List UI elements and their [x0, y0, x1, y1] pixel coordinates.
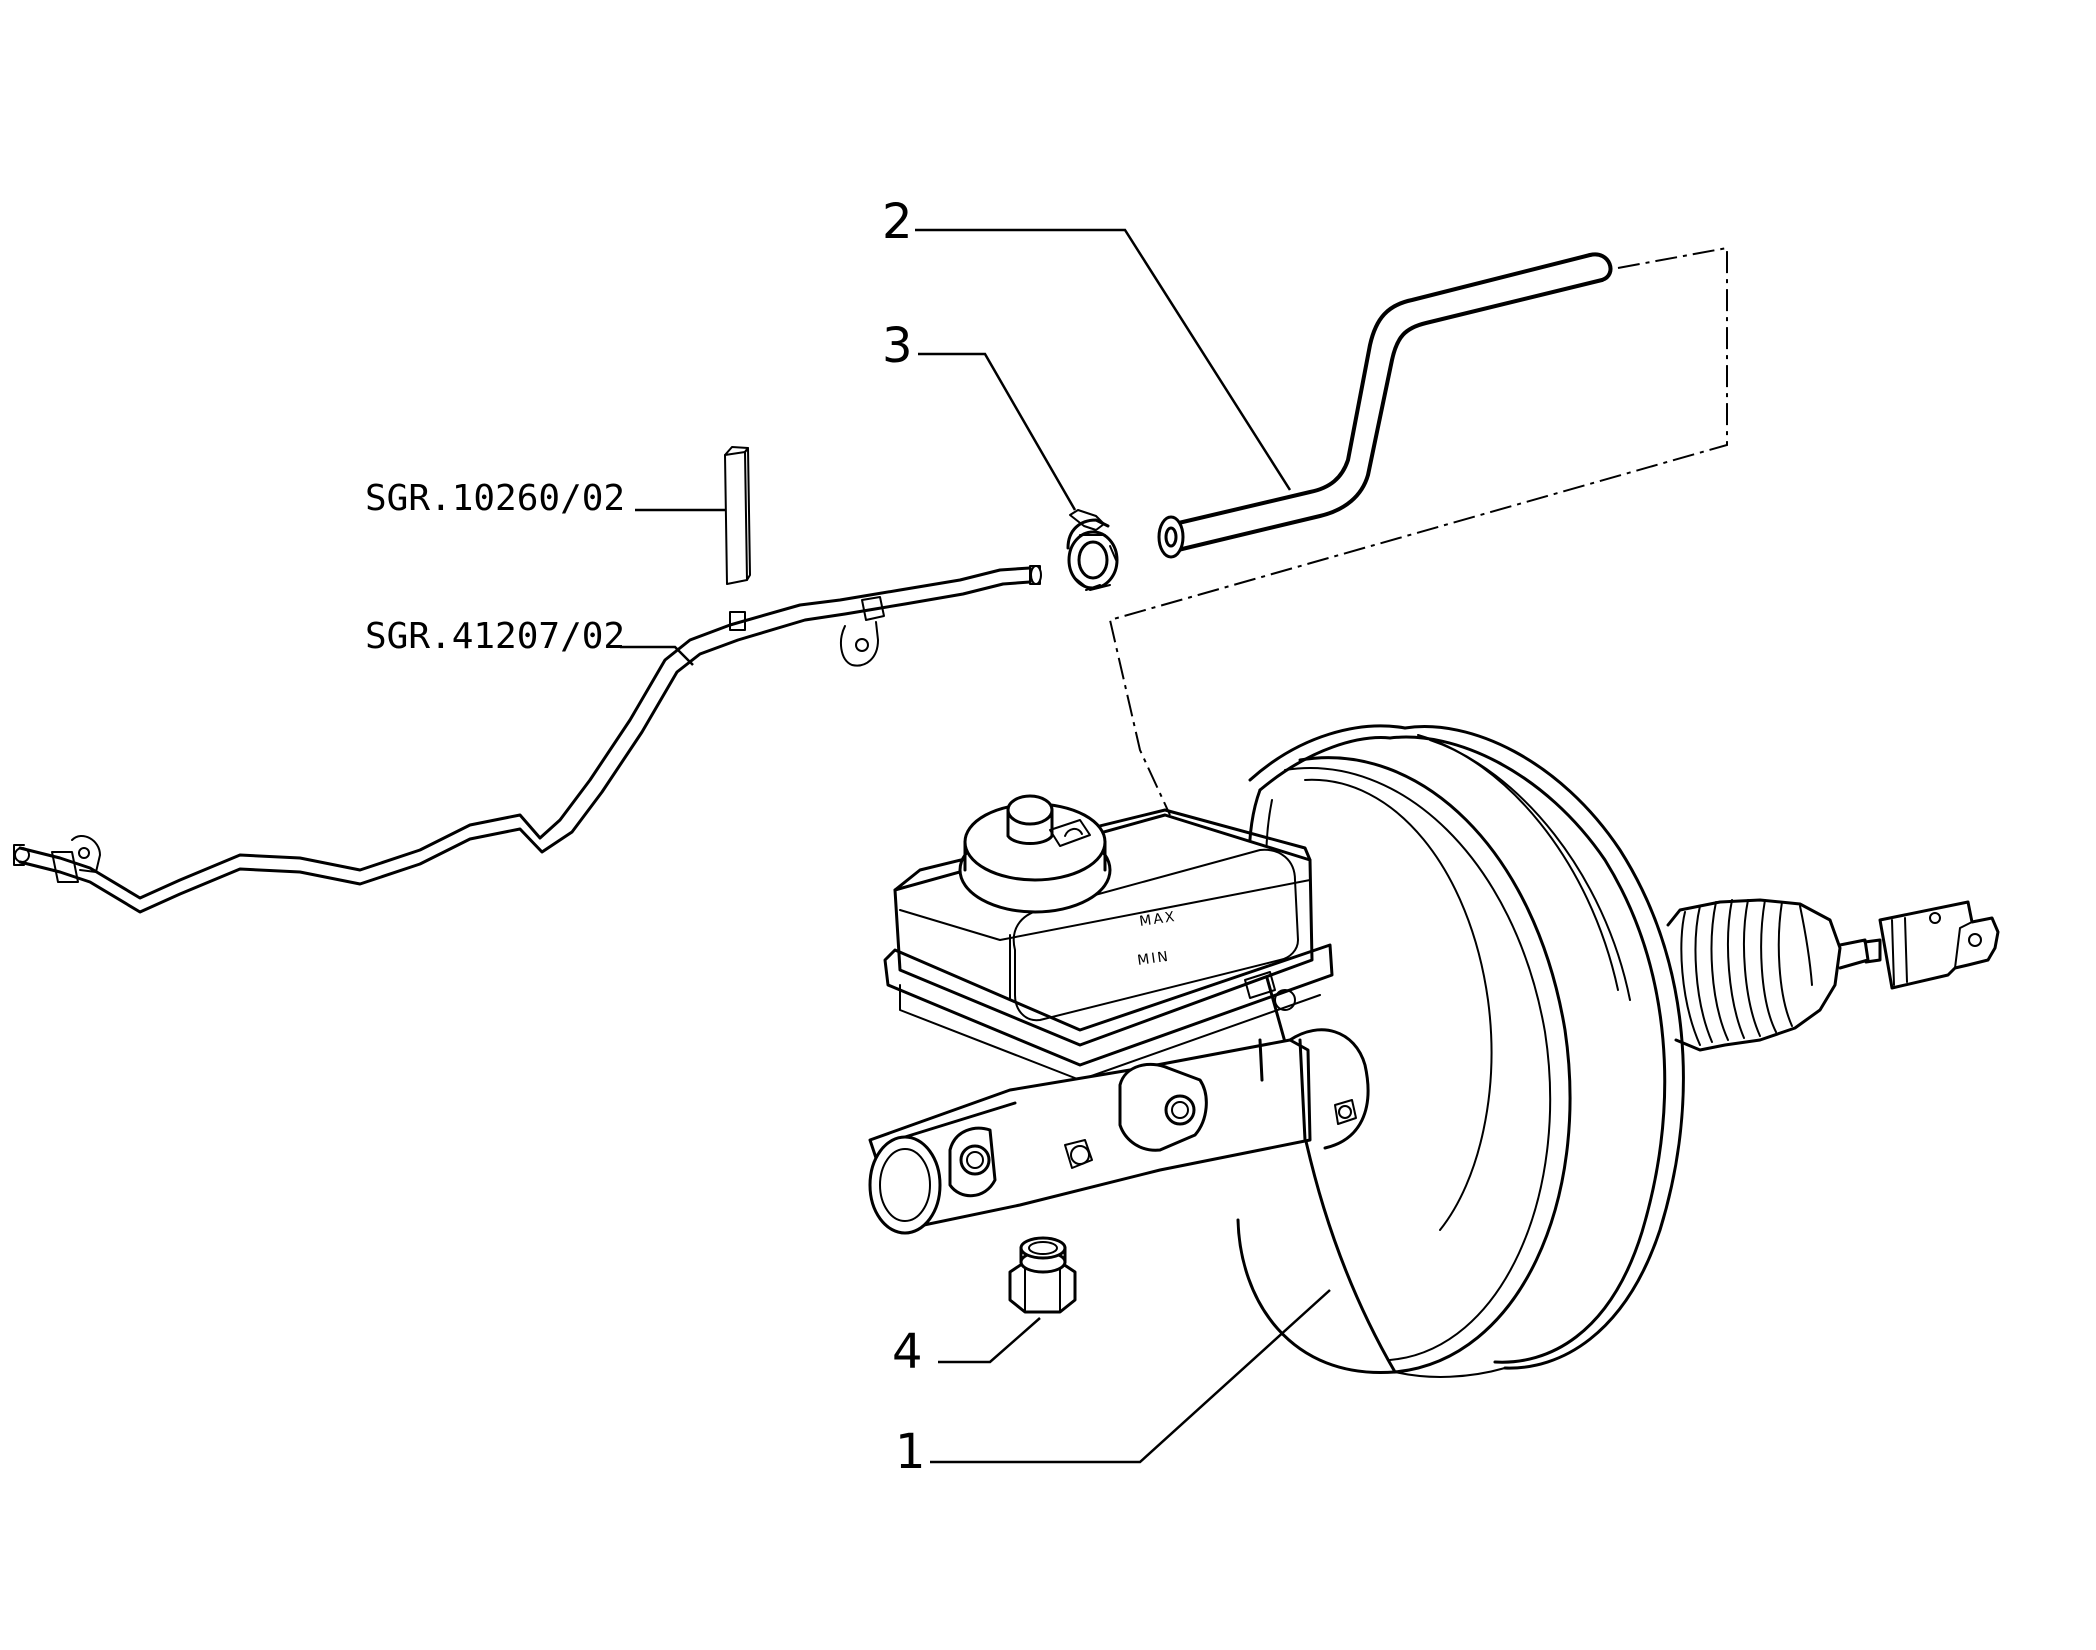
callout-part-4: 4 — [892, 1324, 923, 1380]
reference-sgr-41207: SGR.41207/02 — [365, 616, 625, 657]
reservoir-max-label: MAX — [1138, 909, 1177, 930]
vacuum-hose-part-2 — [1157, 252, 1613, 559]
leader-part-3 — [918, 352, 1077, 511]
rubber-strip-part — [724, 446, 751, 585]
callout-part-2: 2 — [882, 194, 913, 250]
hose-clamp-part-3 — [1066, 509, 1119, 591]
assembly-centerline — [1108, 246, 1728, 816]
leader-part-1 — [930, 1289, 1331, 1464]
leader-part-4 — [938, 1317, 1041, 1364]
leader-lines — [620, 228, 1331, 1464]
plug-nut-part-4 — [1008, 1236, 1077, 1314]
brake-booster-part-1 — [1236, 724, 2000, 1378]
vacuum-pipe-assembly — [13, 565, 1042, 914]
reference-sgr-10260: SGR.10260/02 — [365, 478, 625, 519]
leader-part-2 — [915, 228, 1292, 491]
leader-ref-b — [620, 645, 694, 666]
callout-part-1: 1 — [895, 1424, 926, 1480]
reservoir-min-label: MIN — [1136, 949, 1171, 969]
callout-part-3: 3 — [882, 318, 913, 374]
master-cylinder: MAX MIN — [868, 794, 1370, 1235]
